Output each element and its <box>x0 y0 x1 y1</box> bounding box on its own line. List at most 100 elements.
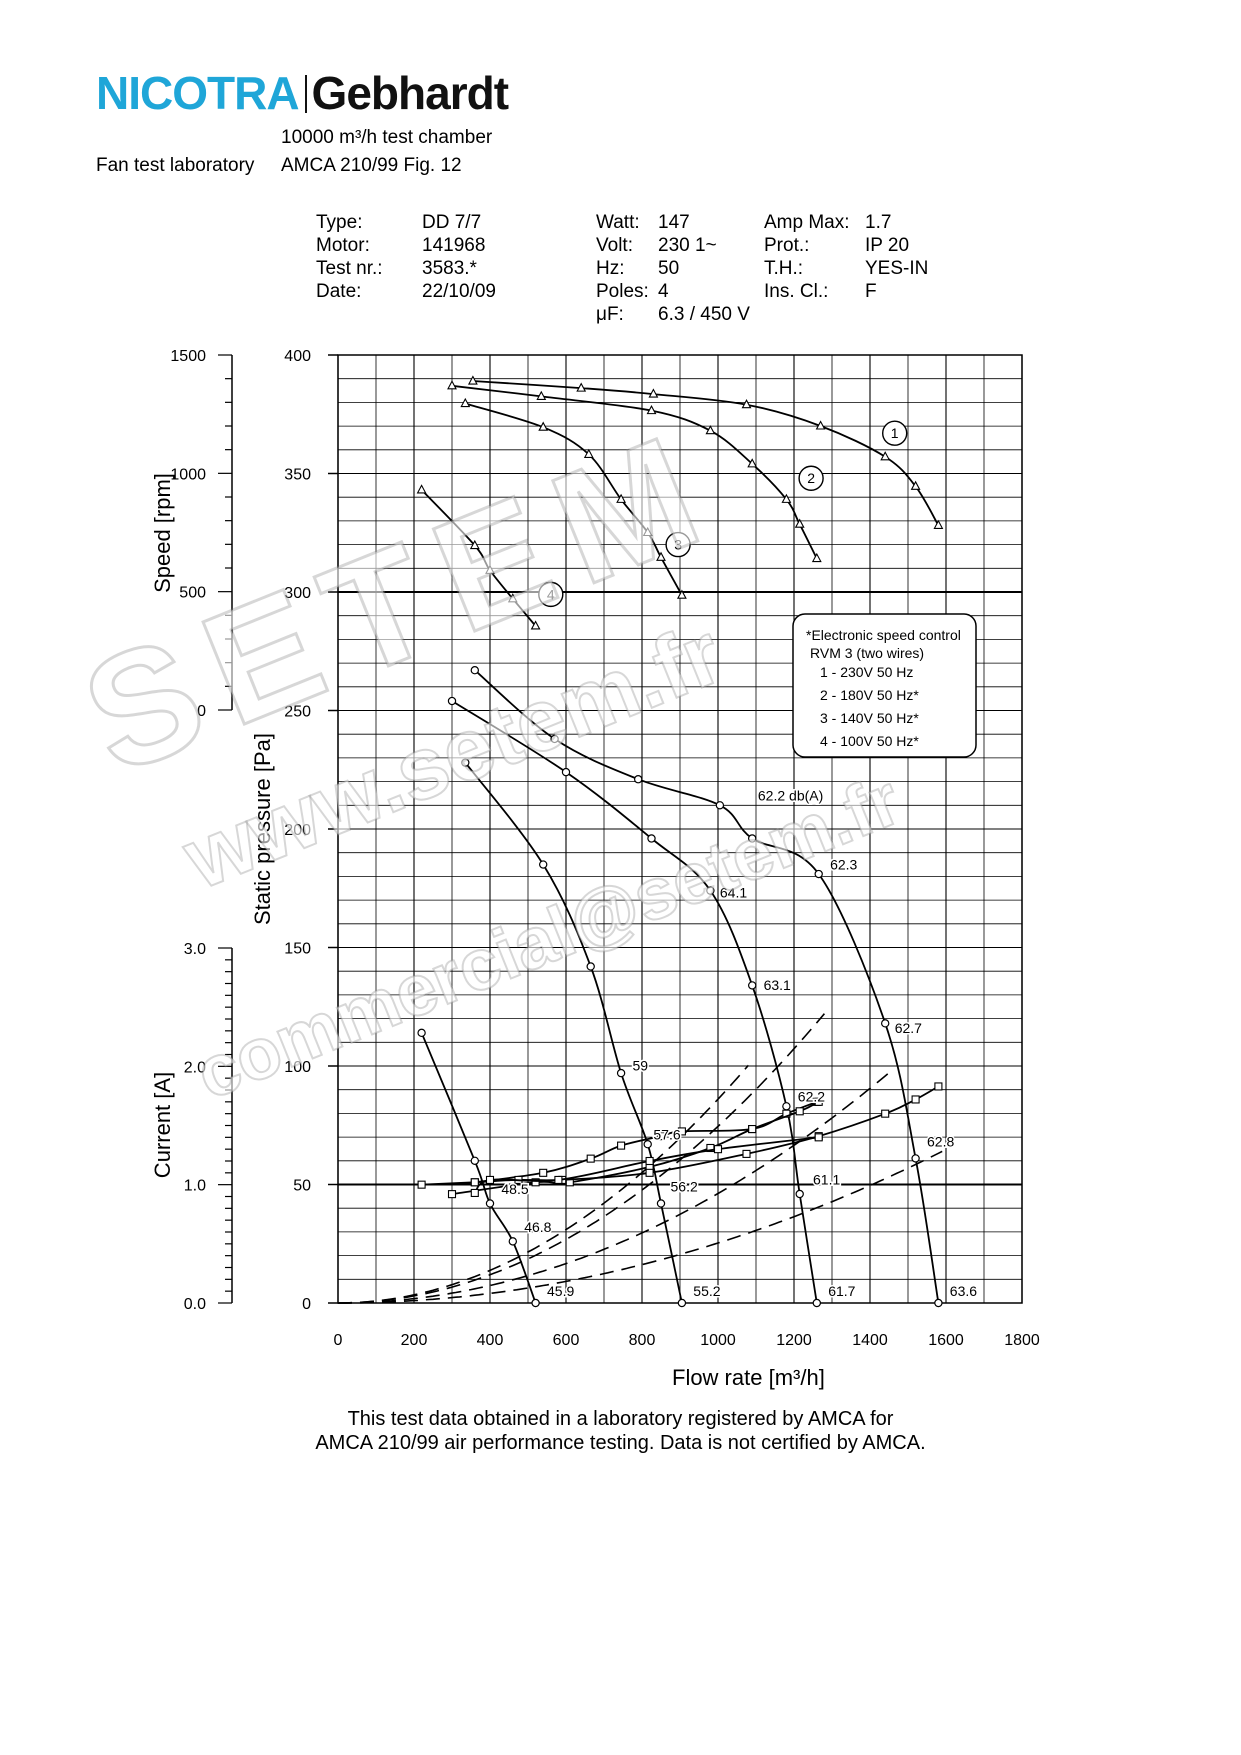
pressure-point <box>531 1298 540 1308</box>
pressure-point <box>647 834 656 843</box>
noise-label: 64.1 <box>720 885 747 901</box>
y-tick-label: 250 <box>284 704 311 721</box>
noise-dashed-line <box>338 1013 826 1304</box>
spec-value: 4 <box>658 281 669 302</box>
spec-value: DD 7/7 <box>422 212 482 233</box>
current-point <box>706 1143 715 1153</box>
noise-label: 46.8 <box>524 1219 551 1235</box>
current-point <box>417 1180 426 1189</box>
y-tick-label: 50 <box>293 1178 311 1195</box>
spec-label: Watt: <box>596 212 640 233</box>
curve-number-circle <box>665 531 691 558</box>
x-tick-label: 0 <box>334 1332 343 1349</box>
speed-point <box>467 375 478 385</box>
pressure-point <box>508 1237 517 1246</box>
curve-number-label: 4 <box>547 586 555 602</box>
spec-value: YES-IN <box>865 258 929 279</box>
curve-number-label: 3 <box>674 537 682 553</box>
current-point <box>814 1133 823 1142</box>
current-point <box>795 1107 804 1116</box>
y-tick-label: 0 <box>302 1296 311 1313</box>
spec-label: T.H.: <box>764 258 804 279</box>
chart-curves <box>416 375 944 1308</box>
speed-point <box>616 493 627 503</box>
x-tick-label: 1800 <box>1004 1332 1040 1349</box>
speed-tick-label: 1500 <box>170 348 206 365</box>
noise-dashed-line <box>338 1150 943 1304</box>
pressure-point <box>643 1140 652 1149</box>
noise-label: 56.2 <box>671 1179 698 1195</box>
speed-point <box>648 388 659 398</box>
footer-line1: This test data obtained in a laboratory … <box>347 1408 894 1430</box>
pressure-point <box>934 1298 943 1308</box>
spec-label: Type: <box>316 212 363 233</box>
logo-gebhardt: Gebhardt <box>311 67 509 119</box>
spec-value: 147 <box>658 212 690 233</box>
noise-label: 63.6 <box>950 1283 977 1299</box>
legend-item: 4 - 100V 50 Hz* <box>820 733 919 749</box>
legend-item: 2 - 180V 50 Hz* <box>820 687 919 703</box>
pressure-point <box>417 1028 426 1038</box>
speed-point <box>460 397 471 408</box>
spec-label: Poles: <box>596 281 649 302</box>
y-tick-label: 200 <box>284 822 311 839</box>
logo-divider <box>304 75 307 113</box>
spec-value: 22/10/09 <box>422 281 496 302</box>
current-point <box>742 1149 751 1158</box>
current-point <box>470 1178 479 1187</box>
curve-number-label: 2 <box>807 470 815 486</box>
chart-grid <box>337 354 1023 1304</box>
current-point <box>617 1141 626 1150</box>
speed-tick-label: 0 <box>197 703 206 720</box>
current-point <box>539 1168 548 1177</box>
current-point <box>645 1156 654 1166</box>
pressure-point <box>470 666 479 675</box>
x-tick-label: 1200 <box>776 1332 812 1349</box>
spec-value: 50 <box>658 258 680 279</box>
noise-label: 62.7 <box>895 1020 922 1036</box>
pressure-point <box>656 1199 666 1208</box>
current-tick-label: 3.0 <box>184 941 206 958</box>
speed-point <box>781 493 792 503</box>
current-point <box>656 1132 666 1141</box>
speed-point <box>910 480 921 490</box>
curve-number-label: 1 <box>891 425 899 441</box>
spec-col3: Amp Max:1.7 Prot.:IP 20 T.H.:YES-IN Ins.… <box>764 211 928 303</box>
speed-point <box>676 589 687 599</box>
pressure-point <box>748 834 757 843</box>
speed-tick-label: 500 <box>179 585 206 602</box>
noise-label: 45.9 <box>547 1283 574 1299</box>
pressure-point <box>485 1199 495 1208</box>
current-point <box>911 1095 920 1104</box>
pressure-point <box>814 869 823 879</box>
spec-label: Hz: <box>596 258 625 279</box>
speed-point <box>507 593 518 603</box>
spec-label: Motor: <box>316 235 370 256</box>
noise-label: 62.3 <box>830 856 857 872</box>
current-point <box>447 1190 457 1199</box>
current-point <box>470 1188 479 1197</box>
x-tick-label: 1400 <box>852 1332 888 1349</box>
current-curve-3 <box>421 1085 939 1186</box>
pressure-point <box>616 1068 626 1078</box>
x-tick-label: 400 <box>477 1332 504 1349</box>
current-point <box>748 1125 757 1134</box>
speed-point <box>538 421 549 431</box>
pressure-point <box>706 886 715 895</box>
speed-point <box>536 390 547 400</box>
curve-number-circle <box>882 420 908 446</box>
noise-label: 62.2 db(A) <box>758 788 823 804</box>
current-point <box>554 1175 563 1184</box>
speed-point <box>747 458 758 468</box>
spec-value: IP 20 <box>865 235 910 256</box>
pressure-curve-1 <box>474 669 940 1304</box>
legend-title: *Electronic speed control <box>806 627 961 643</box>
spec-label: Volt: <box>596 235 633 256</box>
pressure-point <box>539 860 548 869</box>
pressure-point <box>748 981 757 990</box>
speed-point <box>933 519 944 529</box>
current-tick-label: 1.0 <box>184 1178 206 1195</box>
